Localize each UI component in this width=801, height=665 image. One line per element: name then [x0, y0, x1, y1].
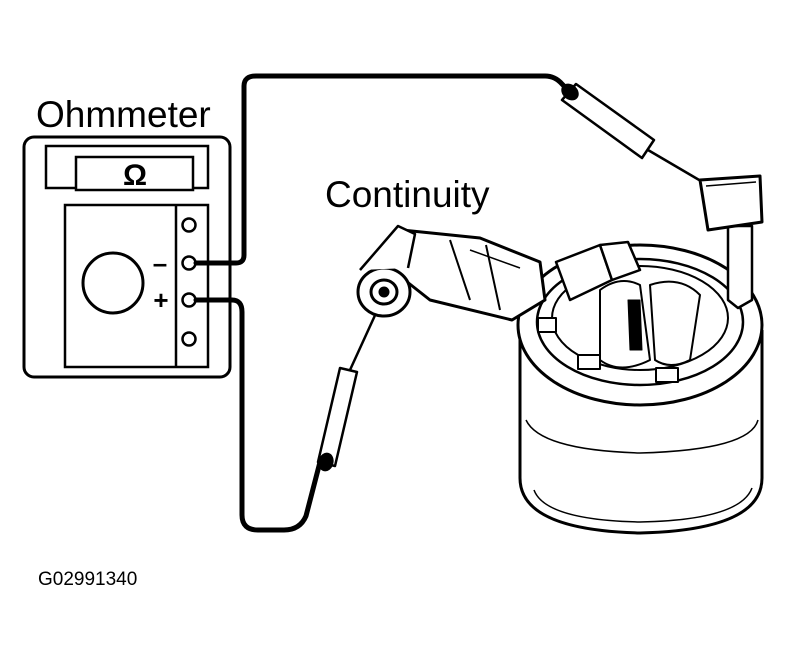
negative-lead-wire: [193, 73, 573, 266]
negative-probe: [560, 82, 707, 186]
ohmmeter: Ω – +: [22, 135, 232, 379]
body-terminal-tab: [726, 224, 754, 310]
ohm-symbol-icon: Ω: [123, 159, 147, 192]
selector-dial[interactable]: [81, 251, 145, 315]
terminal-connector: [356, 224, 547, 322]
terminal-top: [181, 217, 197, 233]
solenoid-assembly: [516, 174, 764, 535]
figure-code: G02991340: [38, 569, 137, 590]
test-leads: [193, 73, 573, 533]
ohmmeter-label: Ohmmeter: [36, 94, 211, 135]
probe-clip: [698, 174, 764, 232]
minus-sign: –: [153, 248, 167, 278]
continuity-label: Continuity: [325, 174, 490, 215]
positive-lead-wire: [193, 297, 323, 533]
positive-probe: [316, 299, 384, 472]
ohmmeter-display: [74, 155, 195, 192]
terminal-bottom: [181, 331, 197, 347]
plus-sign: +: [153, 285, 168, 315]
connector-body: [390, 228, 547, 322]
